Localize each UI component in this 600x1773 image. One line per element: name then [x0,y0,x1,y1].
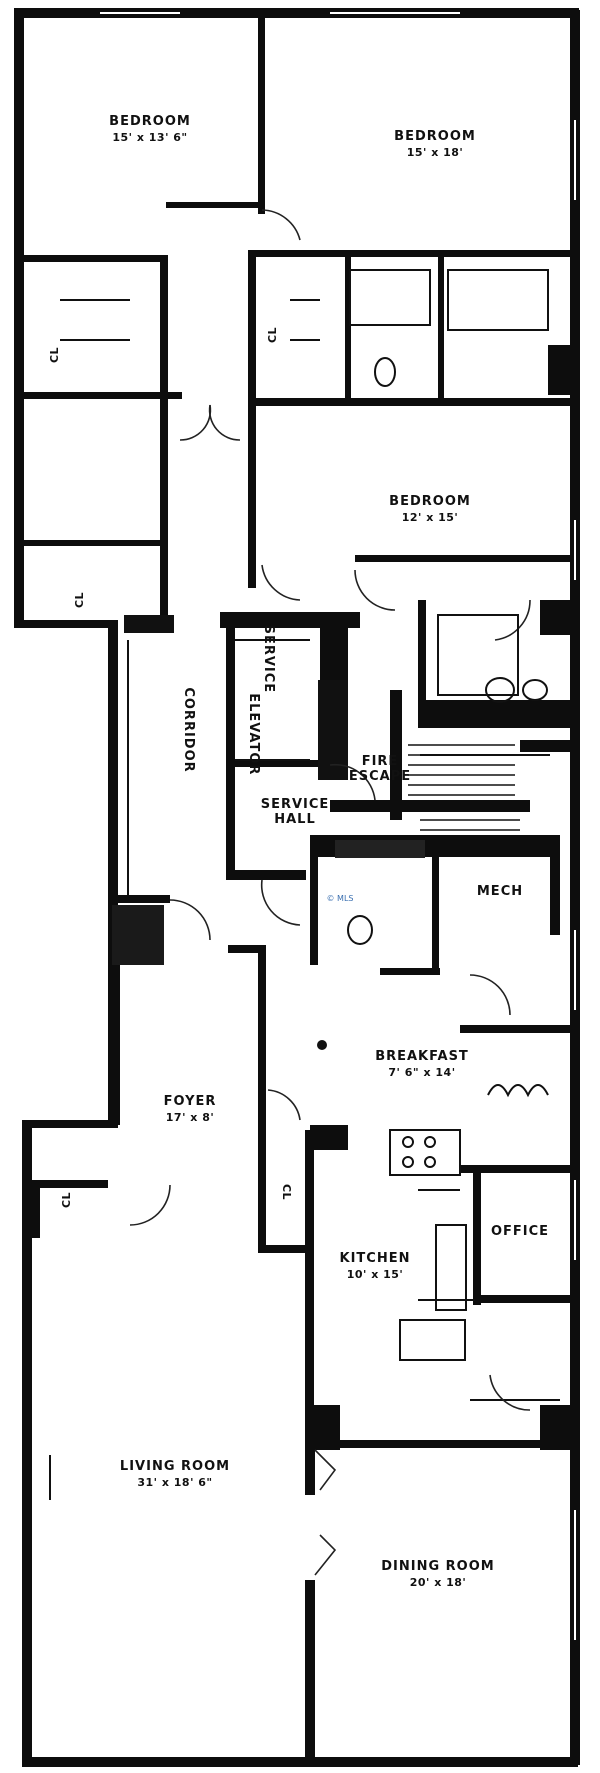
closet-label: CL [73,592,86,608]
fixtures [49,269,549,1500]
closet-label: CL [266,327,279,343]
room-name-breakfast: BREAKFAST [375,1049,469,1064]
room-name-living-room: LIVING ROOM [120,1459,230,1474]
room-name-kitchen: KITCHEN [340,1251,411,1266]
room-name-bedroom-3: BEDROOM [389,494,471,509]
room-size-living-room: 31' x 18' 6" [137,1476,212,1489]
exterior-walls [14,8,580,1767]
room-size-dining-room: 20' x 18' [410,1576,467,1589]
room-name-service-elevator: SERVICEELEVATOR [246,625,276,776]
room-size-bedroom-1: 15' x 13' 6" [112,131,187,144]
door-swings [129,209,531,1576]
room-name-bedroom-1: BEDROOM [109,114,191,129]
interior-walls [22,14,570,1760]
room-size-kitchen: 10' x 15' [347,1268,404,1281]
watermark: © MLS [327,894,354,903]
room-name-dining-room: DINING ROOM [381,1559,494,1574]
room-name-foyer: FOYER [164,1094,217,1109]
room-size-foyer: 17' x 8' [166,1111,214,1124]
label-line: SERVICE [261,625,276,694]
room-name-mech: MECH [477,884,523,899]
shaft-blocks [112,615,425,965]
room-size-bedroom-3: 12' x 15' [402,511,459,524]
room-size-bedroom-2: 15' x 18' [407,146,464,159]
closet-label: CL [60,1192,73,1208]
closet-label: CL [48,347,61,363]
closet-label: CL [280,1184,293,1200]
label-line: SERVICE [261,797,330,812]
windows [100,12,576,1640]
label-line: ESCAPE [349,769,411,784]
label-line: ELEVATOR [246,693,261,775]
marker-dot [317,1040,327,1050]
label-line: FIRE [362,754,399,769]
room-name-bedroom-2: BEDROOM [394,129,476,144]
room-name-corridor: CORRIDOR [181,687,196,772]
label-line: HALL [274,812,316,827]
stair-treads [408,744,520,831]
room-size-breakfast: 7' 6" x 14' [388,1066,455,1079]
room-name-office: OFFICE [491,1224,549,1239]
